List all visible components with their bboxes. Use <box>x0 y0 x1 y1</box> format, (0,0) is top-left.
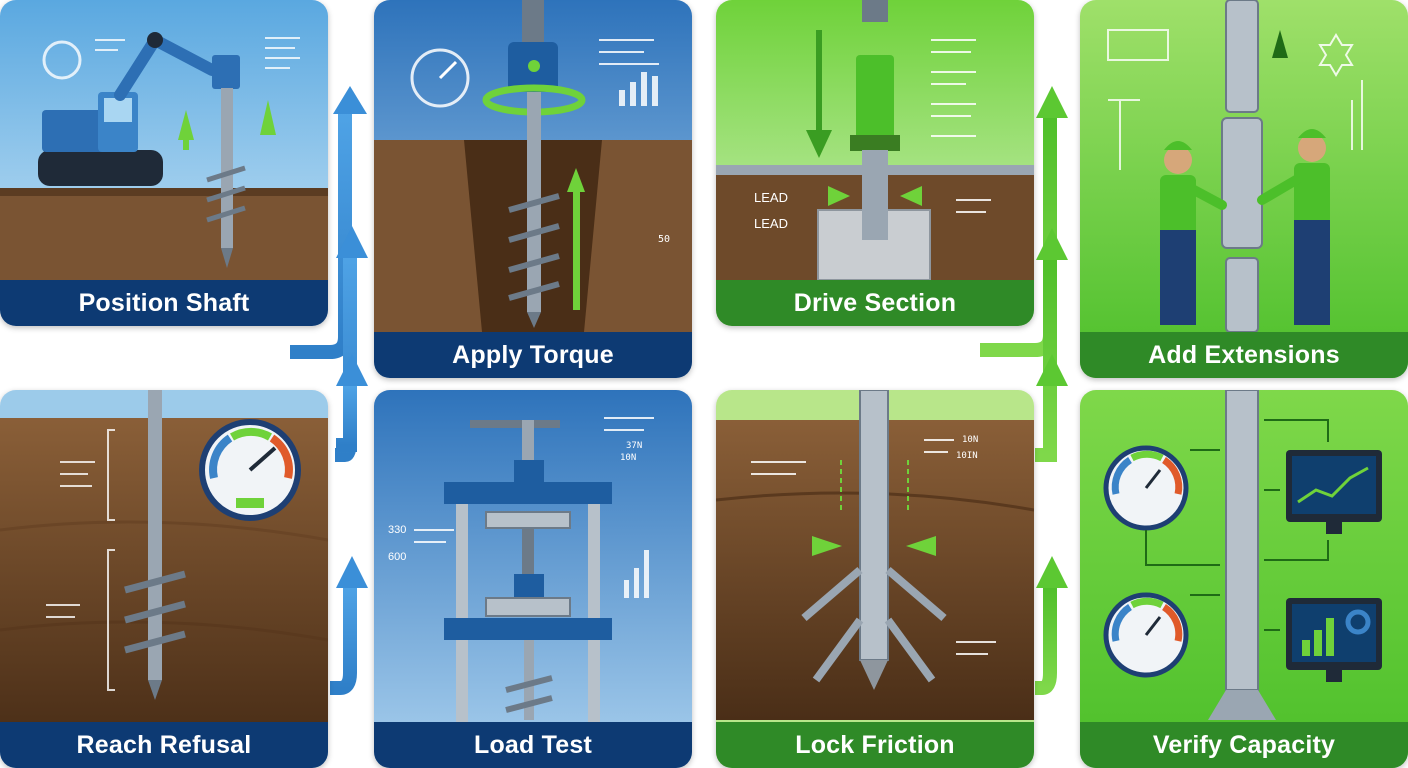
arrow-mid-blue <box>336 385 357 452</box>
bar-chart-icon <box>624 550 649 598</box>
load-value-330: 330 <box>388 524 406 536</box>
helical-pile-icon <box>508 92 560 328</box>
step-label-add-extensions: Add Extensions <box>1080 332 1408 378</box>
load-test-scene: 330 600 37N 10N <box>374 390 692 768</box>
card-verify-capacity: Verify Capacity <box>1080 390 1408 768</box>
bar-chart-icon <box>619 72 658 106</box>
arrow-head <box>1036 228 1068 260</box>
friction-pile-icon <box>801 390 947 690</box>
gear-icon <box>1318 33 1354 77</box>
step-label-drive-section: Drive Section <box>716 280 1034 326</box>
step-label-load-test: Load Test <box>374 722 692 768</box>
load-value-600: 600 <box>388 551 406 563</box>
load-frame-icon <box>444 420 612 724</box>
friction-value-10n: 10N <box>962 435 978 445</box>
extension-shaft-icon <box>1221 0 1263 333</box>
load-value-10n: 10N <box>620 453 636 463</box>
arrow-head <box>1036 354 1068 386</box>
arrow-lock-to-drive <box>1035 258 1057 462</box>
right-arrow-icon <box>828 186 850 206</box>
load-value-37n: 37N <box>626 441 642 451</box>
card-add-extensions: Add Extensions <box>1080 0 1408 378</box>
step-label-reach-refusal: Reach Refusal <box>0 722 328 768</box>
reach-refusal-scene <box>0 390 328 768</box>
connection-lines-icon <box>1145 419 1329 631</box>
left-arrow-icon <box>900 186 922 206</box>
card-position-shaft: Position Shaft <box>0 0 328 326</box>
up-arrow-icon <box>567 168 585 192</box>
arrow-head <box>1036 556 1068 588</box>
gauge-ring-icon <box>42 40 82 80</box>
worker-right <box>1257 129 1330 325</box>
card-drive-section: LEAD LEAD Drive Section <box>716 0 1034 326</box>
helical-pile-icon <box>206 55 246 268</box>
up-arrow-icon <box>260 100 276 135</box>
drive-section-scene: LEAD LEAD <box>716 0 1034 326</box>
arrow-head <box>336 226 368 258</box>
step-label-position-shaft: Position Shaft <box>0 280 328 326</box>
card-load-test: 330 600 37N 10N Load Test <box>374 390 692 768</box>
position-shaft-scene <box>0 0 328 326</box>
card-apply-torque: 50 Apply Torque <box>374 0 692 378</box>
pressure-gauge-icon <box>1103 592 1189 678</box>
arrow-refusal-to-position <box>335 255 357 462</box>
torque-tag: 50 <box>658 234 670 245</box>
monitor-line-chart-icon <box>1286 450 1382 534</box>
gauge-dial-icon <box>410 48 470 108</box>
card-reach-refusal: Reach Refusal <box>0 390 328 768</box>
depth-markers-icon <box>46 429 115 691</box>
lead-annotation-1: LEAD <box>754 190 788 205</box>
arrow-load-to-refusal <box>330 585 357 695</box>
arrow-verify-to-lock <box>1035 585 1057 695</box>
step-label-apply-torque: Apply Torque <box>374 332 692 378</box>
readout-lines-icon <box>414 417 654 543</box>
verify-capacity-scene <box>1080 390 1408 768</box>
arrow-head <box>1036 86 1068 118</box>
lead-annotation-2: LEAD <box>754 216 788 231</box>
readout-lines-icon <box>1108 80 1363 170</box>
up-arrow-icon <box>1272 30 1288 58</box>
left-arrow-icon <box>906 536 936 556</box>
card-lock-friction: 10N 10IN Lock Friction <box>716 390 1034 768</box>
step-label-verify-capacity: Verify Capacity <box>1080 722 1408 768</box>
arrow-head <box>333 86 367 114</box>
readout-lines-icon <box>931 39 991 213</box>
lock-friction-scene: 10N 10IN <box>716 390 1034 768</box>
readout-lines-icon <box>599 39 659 65</box>
pressure-gauge-icon <box>199 419 301 521</box>
apply-torque-scene: 50 <box>374 0 692 378</box>
up-arrow-icon <box>178 110 194 140</box>
pressure-gauge-icon <box>1103 445 1189 531</box>
helical-pile-icon <box>124 390 186 700</box>
excavator-icon <box>38 32 218 186</box>
friction-value-10in: 10IN <box>956 451 978 461</box>
readout-lines-icon <box>751 439 996 655</box>
hydraulic-driver-icon <box>850 0 900 240</box>
readout-lines-icon <box>95 37 300 69</box>
arrow-head <box>336 354 368 386</box>
torque-motor-icon <box>508 0 558 92</box>
test-pile-icon <box>1208 390 1276 720</box>
down-arrow-icon <box>806 130 832 158</box>
step-label-lock-friction: Lock Friction <box>716 722 1034 768</box>
monitor-bar-chart-icon <box>1286 598 1382 682</box>
arrow-head <box>336 556 368 588</box>
add-extensions-scene <box>1080 0 1408 378</box>
worker-left <box>1160 141 1227 325</box>
right-arrow-icon <box>812 536 842 556</box>
